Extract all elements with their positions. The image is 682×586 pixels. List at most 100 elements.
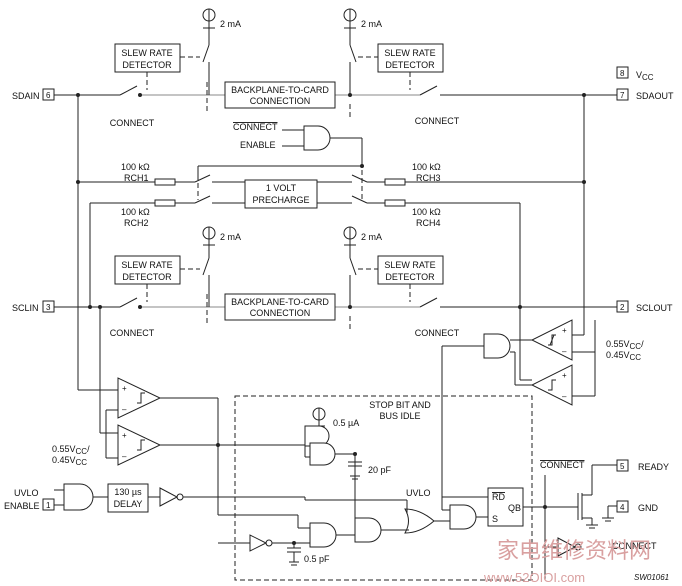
watermark-cn: 家电维修资料网 [497,539,651,564]
svg-text:2 mA: 2 mA [361,19,382,29]
pin-ready: 5 READY [616,459,669,472]
svg-text:6: 6 [46,91,51,100]
sda-right-source: 2 mA [343,8,382,95]
svg-text:100 kΩ: 100 kΩ [412,162,441,172]
left-comparators: + – + – 0.55VCC/ 0.45VCC [52,307,305,515]
svg-text:CONNECT: CONNECT [233,122,278,132]
sda-backplane-box: BACKPLANE-TO-CARD CONNECTION [206,81,351,118]
svg-text:100 kΩ: 100 kΩ [121,162,150,172]
pin-vcc: 8 VCC [616,66,654,82]
svg-text:DETECTOR: DETECTOR [122,60,172,70]
svg-text:7: 7 [620,91,625,100]
svg-text:ENABLE: ENABLE [4,501,40,511]
svg-text:SLEW RATE: SLEW RATE [384,260,435,270]
watermark-url: www.52OIOI.com [483,570,585,585]
svg-text:RCH2: RCH2 [124,218,149,228]
svg-text:+: + [122,431,127,440]
sda-right-slew-detector: SLEW RATE DETECTOR [358,43,444,90]
stop-bit-box: STOP BIT AND BUS IDLE 0.5 µA 20 pF 0.5 p… [218,395,533,581]
svg-text:+: + [122,384,127,393]
svg-text:RD: RD [492,492,505,502]
svg-text:100 kΩ: 100 kΩ [121,207,150,217]
sda-left-slew-detector: SLEW RATE DETECTOR [114,43,200,90]
svg-text:CONNECTION: CONNECTION [250,96,311,106]
svg-text:1: 1 [46,501,51,510]
svg-text:2: 2 [620,303,625,312]
svg-text:CONNECT: CONNECT [612,541,657,551]
scl-right-slew-detector: SLEW RATE DETECTOR [358,255,444,302]
svg-text:DELAY: DELAY [114,499,143,509]
svg-text:100 kΩ: 100 kΩ [412,207,441,217]
scl-left-source: 2 mA [202,226,241,307]
svg-text:+: + [562,371,567,380]
svg-text:GND: GND [638,503,659,513]
svg-text:SLEW RATE: SLEW RATE [384,48,435,58]
svg-text:SLEW RATE: SLEW RATE [121,260,172,270]
svg-text:–: – [122,452,127,461]
svg-text:STOP BIT AND: STOP BIT AND [369,400,431,410]
svg-text:DETECTOR: DETECTOR [385,272,435,282]
precharge-network: 100 kΩ RCH1 100 kΩ RCH2 1 VOLT PRECHARGE… [76,93,586,390]
connect-enable-gate: CONNECT ENABLE [197,122,364,175]
svg-text:SLEW RATE: SLEW RATE [121,48,172,58]
svg-text:QB: QB [508,503,521,513]
svg-text:PRECHARGE: PRECHARGE [252,195,309,205]
svg-text:2 mA: 2 mA [220,19,241,29]
svg-text:UVLO: UVLO [14,488,39,498]
svg-text:CONNECTION: CONNECTION [250,308,311,318]
svg-text:BACKPLANE-TO-CARD: BACKPLANE-TO-CARD [231,297,329,307]
svg-text:0.55VCC/: 0.55VCC/ [52,444,90,456]
scl-left-slew-detector: SLEW RATE DETECTOR [114,255,200,302]
svg-text:SDAOUT: SDAOUT [636,91,674,101]
svg-text:–: – [562,347,567,356]
svg-text:2 mA: 2 mA [361,232,382,242]
svg-text:–: – [562,392,567,401]
latch: RD S QB [442,475,578,580]
svg-text:20 pF: 20 pF [368,465,392,475]
sda-left-source: 2 mA [202,8,241,95]
svg-text:RCH1: RCH1 [124,173,149,183]
svg-text:0.5 pF: 0.5 pF [304,554,330,564]
svg-text:0.45VCC: 0.45VCC [52,455,87,467]
svg-text:ENABLE: ENABLE [240,140,276,150]
sda-right-connect-label: CONNECT [415,116,460,126]
svg-text:0.55VCC/: 0.55VCC/ [606,339,644,351]
scl-left-connect-label: CONNECT [110,328,155,338]
connect-output: CONNECT [545,537,657,557]
svg-text:CONNECT: CONNECT [540,460,585,470]
svg-text:4: 4 [620,503,625,512]
svg-text:SDAIN: SDAIN [12,91,40,101]
pin-sclout: 2 SCLOUT [616,300,673,313]
svg-text:DETECTOR: DETECTOR [122,272,172,282]
svg-text:DETECTOR: DETECTOR [385,60,435,70]
svg-text:RCH4: RCH4 [416,218,441,228]
svg-text:0.45VCC: 0.45VCC [606,350,641,362]
pin-sdaout: 7 SDAOUT [616,88,674,101]
pin-enable: UVLO ENABLE 1 [4,488,55,511]
svg-text:5: 5 [620,462,625,471]
pin-sdain: SDAIN 6 [12,88,55,101]
svg-text:VCC: VCC [636,70,654,82]
figure-id: SW01061 [634,573,669,582]
enable-chain: 130 µs DELAY [54,483,306,513]
pin-sclin: SCLIN 3 [12,300,55,313]
right-comparators: + – + – 0.55VCC/ 0.45VCC [441,307,644,510]
pin-gnd: 4 GND [616,500,659,513]
svg-text:3: 3 [46,303,51,312]
scl-right-connect-label: CONNECT [415,328,460,338]
svg-text:1 VOLT: 1 VOLT [266,183,297,193]
svg-text:130 µs: 130 µs [114,487,142,497]
svg-text:UVLO: UVLO [406,488,431,498]
svg-text:BUS IDLE: BUS IDLE [379,411,420,421]
svg-text:0.5 µA: 0.5 µA [333,418,359,428]
scl-right-source: 2 mA [343,226,382,307]
svg-text:+: + [562,326,567,335]
svg-text:READY: READY [638,462,669,472]
svg-text:8: 8 [620,69,625,78]
svg-text:S: S [492,514,498,524]
svg-text:BACKPLANE-TO-CARD: BACKPLANE-TO-CARD [231,85,329,95]
svg-text:SCLOUT: SCLOUT [636,303,673,313]
ready-output: CONNECT [540,460,617,529]
scl-backplane-box: BACKPLANE-TO-CARD CONNECTION [206,293,351,330]
